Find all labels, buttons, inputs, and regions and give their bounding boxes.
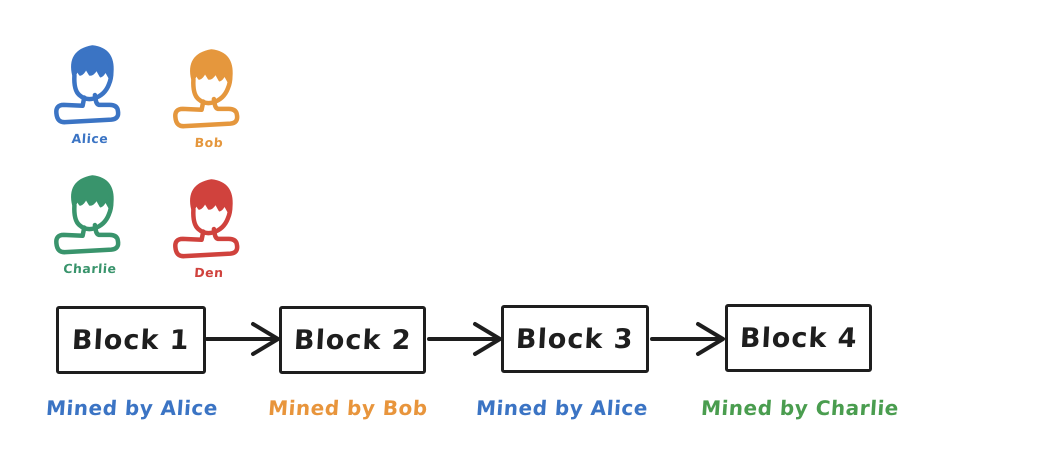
block-label: Block 3 xyxy=(515,323,635,355)
mined-by-label: Mined by Alice xyxy=(475,396,649,420)
block-1: Block 1 xyxy=(56,306,206,374)
mined-by-label: Mined by Bob xyxy=(267,396,429,420)
arrow-icon xyxy=(427,322,502,356)
person-name-label: Charlie xyxy=(62,261,118,276)
person-den: Den xyxy=(167,172,251,280)
person-icon xyxy=(168,172,250,264)
mined-by-label: Mined by Charlie xyxy=(700,396,900,420)
person-charlie: Charlie xyxy=(48,168,132,276)
arrow-icon xyxy=(205,322,280,356)
block-3: Block 3 xyxy=(501,305,649,373)
person-name-label: Bob xyxy=(194,135,224,150)
person-icon xyxy=(49,38,131,130)
person-name-label: Den xyxy=(193,265,225,280)
block-label: Block 4 xyxy=(738,322,859,354)
person-icon xyxy=(168,42,250,134)
block-label: Block 2 xyxy=(292,324,413,356)
person-name-label: Alice xyxy=(71,131,109,146)
person-bob: Bob xyxy=(167,42,251,150)
block-label: Block 1 xyxy=(71,324,191,356)
person-icon xyxy=(49,168,131,260)
arrow-icon xyxy=(650,322,725,356)
block-4: Block 4 xyxy=(725,304,872,372)
block-2: Block 2 xyxy=(279,306,426,374)
person-alice: Alice xyxy=(48,38,132,146)
mined-by-label: Mined by Alice xyxy=(45,396,219,420)
